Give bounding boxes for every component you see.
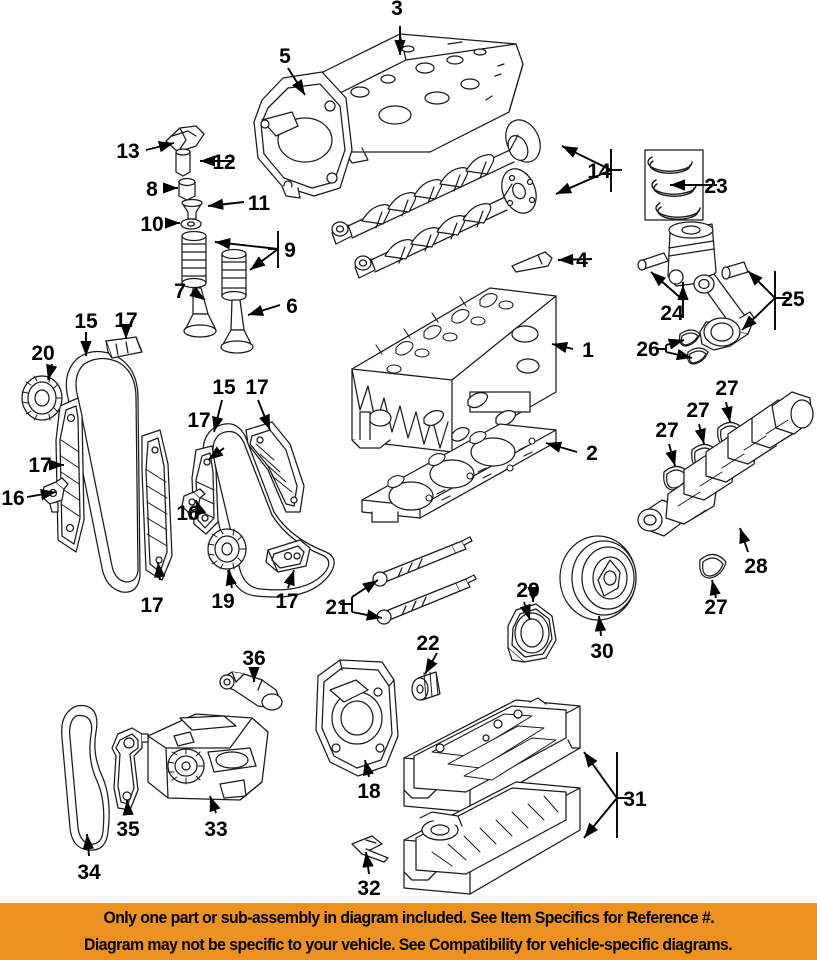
callout-11: 11 [248, 192, 271, 215]
part-lash-adjuster [175, 148, 191, 177]
part-timing-cover-upper [253, 71, 353, 199]
part-oil-pan-lower [403, 781, 581, 895]
callout-17d: 17 [187, 409, 210, 432]
part-valve-spring [181, 230, 247, 302]
callout-14: 14 [587, 160, 611, 183]
part-chain-tensioner-mid [181, 488, 206, 520]
callout-34: 34 [77, 861, 101, 884]
part-rod-bolt [721, 261, 749, 280]
part-crank-pulley [559, 535, 637, 621]
part-belt-tensioner [111, 727, 149, 811]
part-exhaust-valve [220, 299, 254, 354]
callout-9: 9 [284, 239, 296, 262]
part-crank-sprocket [21, 375, 63, 421]
callout-16b: 16 [176, 502, 199, 525]
disclaimer-line-1: Only one part or sub-assembly in diagram… [103, 908, 714, 927]
callout-27c: 27 [715, 377, 738, 400]
callout-17a: 17 [114, 309, 137, 332]
callout-21: 21 [325, 596, 349, 619]
callout-18: 18 [357, 780, 381, 803]
callout-24: 24 [660, 302, 684, 325]
disclaimer-line-2: Diagram may not be specific to your vehi… [84, 935, 733, 954]
callout-27a: 27 [655, 419, 678, 442]
callout-27b: 27 [686, 399, 709, 422]
part-chain-guide-left-outer [55, 397, 85, 553]
part-oil-pan-upper [403, 697, 581, 813]
callout-numbers: 3 5 13 12 8 11 10 9 7 6 14 4 1 2 15 17 2… [1, 0, 805, 900]
part-timing-chain-left [65, 350, 141, 593]
callout-5: 5 [279, 45, 291, 68]
callout-25: 25 [781, 288, 805, 311]
callout-30: 30 [590, 640, 613, 663]
callout-3: 3 [391, 0, 403, 20]
callout-26: 26 [636, 338, 659, 361]
callout-29: 29 [516, 579, 539, 602]
part-oil-dipstick [351, 835, 389, 863]
callout-17e: 17 [245, 376, 268, 399]
part-oil-pump-gear [411, 671, 441, 701]
callout-17b: 17 [28, 454, 51, 477]
callout-23: 23 [704, 175, 727, 198]
callout-8: 8 [146, 178, 158, 201]
part-cylinder-head [351, 287, 557, 453]
part-balance-shaft-sprocket [207, 528, 247, 570]
callout-15b: 15 [212, 376, 236, 399]
part-chain-guide-mid-bottom [265, 539, 311, 573]
part-valve-keeper [181, 198, 203, 220]
callout-1: 1 [582, 339, 594, 362]
callout-17f: 17 [275, 590, 298, 613]
callout-6: 6 [286, 295, 298, 318]
part-crankshaft [637, 391, 814, 537]
part-valve-stem-seal [180, 218, 202, 230]
callout-17c: 17 [140, 594, 163, 617]
callout-4: 4 [576, 249, 588, 272]
part-oil-pump [147, 713, 269, 801]
callout-20: 20 [31, 342, 54, 365]
part-timing-cover-lower [315, 659, 399, 777]
part-chain-guide-top-left [105, 336, 143, 359]
callout-16a: 16 [1, 487, 24, 510]
part-dowel-pin [511, 251, 553, 273]
callout-10: 10 [140, 213, 163, 236]
part-camshaft [331, 119, 541, 279]
callout-33: 33 [204, 818, 227, 841]
leader-lines [26, 26, 776, 875]
part-rear-main-seal [507, 603, 557, 663]
part-piston [667, 221, 717, 287]
part-connecting-rod [693, 273, 755, 351]
callout-7: 7 [174, 280, 186, 303]
part-head-gasket [361, 423, 557, 523]
parts-diagram: 3 5 13 12 8 11 10 9 7 6 14 4 1 2 15 17 2… [1, 0, 814, 900]
disclaimer-banner: Only one part or sub-assembly in diagram… [0, 903, 817, 960]
part-chain-guide-mid-right [245, 421, 305, 513]
callout-31: 31 [623, 788, 647, 811]
diagram-canvas: 3 5 13 12 8 11 10 9 7 6 14 4 1 2 15 17 2… [1, 0, 814, 900]
part-intake-valve [183, 287, 217, 338]
callout-32: 32 [357, 877, 380, 900]
callout-13: 13 [116, 140, 139, 163]
callout-35: 35 [116, 818, 140, 841]
part-oil-pickup-tube [219, 671, 283, 711]
callout-22: 22 [416, 632, 439, 655]
callout-27d: 27 [704, 596, 727, 619]
callout-2: 2 [586, 442, 598, 465]
part-rocker-arm [165, 125, 205, 153]
callout-28: 28 [744, 555, 768, 578]
callout-12: 12 [212, 151, 235, 174]
part-spring-retainer [178, 177, 196, 201]
part-piston-pin [637, 252, 669, 271]
part-valve-cover [319, 33, 524, 164]
callout-15a: 15 [74, 310, 98, 333]
leader-brackets [268, 149, 788, 838]
callout-36: 36 [242, 647, 265, 670]
part-balance-shaft [372, 536, 477, 625]
part-chain-guide-left-inner [141, 429, 173, 581]
part-drive-belt [61, 704, 110, 851]
callout-19: 19 [211, 590, 234, 613]
